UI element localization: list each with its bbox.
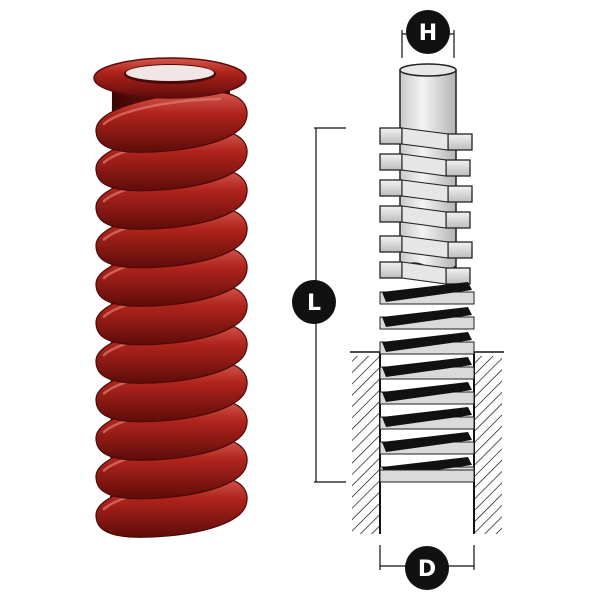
- dimension-d-label: D: [418, 557, 436, 582]
- spring-bar-right: [445, 159, 471, 177]
- spring-bar-right: [445, 211, 471, 229]
- spring-bar-right: [447, 133, 473, 151]
- red-spring-photo: [93, 57, 248, 538]
- spring-coils: [95, 91, 248, 538]
- spring-section-upper: [379, 127, 473, 285]
- housing-left-wall: [350, 351, 381, 534]
- spring-bar-wire: [401, 179, 449, 203]
- coil-wire: [382, 357, 472, 377]
- dimension-d: D: [379, 545, 475, 590]
- spring-bar-right: [447, 185, 473, 203]
- spring-bar-left: [379, 179, 403, 197]
- coil-wire: [382, 407, 472, 427]
- spring-bar-left: [379, 261, 403, 279]
- spring-bar-left: [379, 205, 403, 223]
- spring-coil: [95, 91, 248, 153]
- spring-bar-left: [379, 235, 403, 253]
- spring-bar-right: [445, 267, 471, 285]
- coil-wire: [382, 432, 472, 452]
- dimension-l-label: L: [307, 291, 321, 316]
- dimension-l-marker: [292, 280, 336, 324]
- spring-bar-wire: [401, 205, 447, 229]
- coil-base: [379, 469, 475, 483]
- coil-wire: [382, 332, 472, 352]
- technical-drawing: H L D: [292, 10, 504, 590]
- coil-wire: [382, 307, 472, 327]
- spring-bar-wire: [401, 261, 447, 285]
- spring-bar-left: [379, 127, 403, 145]
- dimension-h-marker: [406, 10, 450, 54]
- dimension-h-label: H: [419, 21, 437, 46]
- housing-right-wall: [473, 351, 504, 534]
- dimension-l: L: [292, 127, 346, 483]
- spring-bar-wire: [401, 235, 449, 259]
- spring-section-lower: [379, 282, 475, 483]
- dimension-d-marker: [405, 546, 449, 590]
- spring-bar-left: [379, 153, 403, 171]
- spring-bar-wire: [401, 127, 449, 151]
- spring-bar-right: [447, 241, 473, 259]
- dimension-h: H: [401, 10, 455, 58]
- spring-bar-wire: [401, 153, 447, 177]
- coil-wire: [382, 282, 472, 302]
- coil-wire: [382, 382, 472, 402]
